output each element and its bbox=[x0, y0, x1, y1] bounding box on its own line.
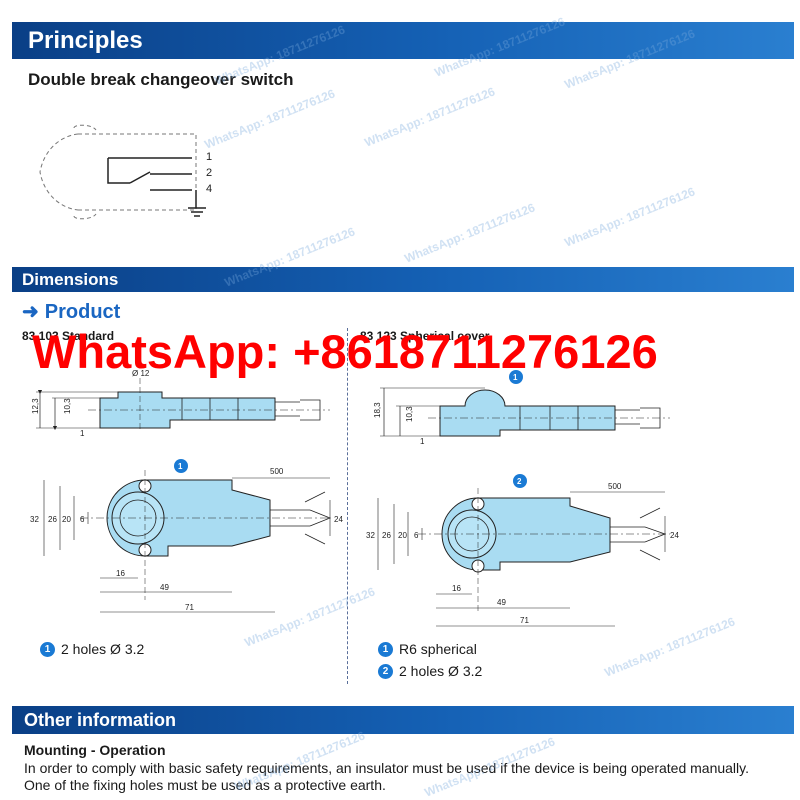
left-dim-49: 49 bbox=[160, 583, 169, 592]
column-divider bbox=[347, 328, 348, 684]
principles-subtitle: Double break changeover switch bbox=[28, 70, 294, 89]
watermark-small: WhatsApp: 18711276126 bbox=[362, 84, 497, 150]
watermark-small: WhatsApp: 18711276126 bbox=[242, 584, 377, 650]
right-dim-20: 20 bbox=[398, 531, 407, 540]
right-note-1-text: R6 spherical bbox=[399, 641, 477, 657]
right-callout-2: 2 bbox=[517, 477, 522, 486]
variant-standard-label: 83 103 Standard bbox=[22, 329, 115, 343]
left-dim-20: 20 bbox=[62, 515, 71, 524]
note-number-badge: 1 bbox=[40, 641, 55, 657]
note-number-badge: 1 bbox=[378, 641, 393, 657]
right-dim-height-total: 18,3 bbox=[373, 402, 382, 418]
left-dim-cable-length: 500 bbox=[270, 467, 284, 476]
left-dim-24: 24 bbox=[334, 515, 343, 524]
right-side-view bbox=[380, 387, 670, 437]
terminal-4-label: 4 bbox=[206, 183, 212, 195]
right-dim-49: 49 bbox=[497, 598, 506, 607]
right-dim-height-body: 10,3 bbox=[405, 406, 414, 422]
other-info-heading: Other information bbox=[24, 709, 176, 730]
left-note-1-text: 2 holes Ø 3.2 bbox=[61, 641, 145, 657]
watermark-small: WhatsApp: 18711276126 bbox=[562, 184, 697, 250]
right-note-2: 2 2 holes Ø 3.2 bbox=[378, 663, 482, 679]
other-info-banner: Other information bbox=[12, 706, 794, 734]
terminal-1-label: 1 bbox=[206, 151, 212, 163]
watermark-small: WhatsApp: 18711276126 bbox=[602, 614, 737, 680]
arrow-right-icon: ➜ bbox=[22, 301, 39, 323]
product-heading-text: Product bbox=[44, 301, 121, 323]
left-dim-71: 71 bbox=[185, 603, 194, 612]
dimensions-heading: Dimensions bbox=[22, 269, 119, 289]
right-dim-26: 26 bbox=[382, 531, 391, 540]
watermark-small: WhatsApp: 18711276126 bbox=[402, 200, 537, 266]
whatsapp-watermark: WhatsApp: +8618711276126 bbox=[32, 325, 658, 378]
right-dim-24: 24 bbox=[670, 531, 679, 540]
left-dim-16: 16 bbox=[116, 569, 125, 578]
left-dim-height-body: 10,3 bbox=[63, 398, 72, 414]
product-heading: ➜Product bbox=[22, 299, 120, 324]
left-dim-6: 6 bbox=[80, 515, 85, 524]
right-dim-71: 71 bbox=[520, 616, 529, 625]
right-dim-cable-length: 500 bbox=[608, 482, 622, 491]
right-dim-16: 16 bbox=[452, 584, 461, 593]
left-dim-height-total: 12,3 bbox=[31, 398, 40, 414]
mounting-text-line-1: In order to comply with basic safety req… bbox=[24, 760, 750, 776]
note-number-badge: 2 bbox=[378, 663, 393, 679]
left-side-view bbox=[36, 378, 330, 432]
left-top-view bbox=[43, 470, 332, 613]
principles-heading: Principles bbox=[28, 26, 143, 54]
left-dim-26: 26 bbox=[48, 515, 57, 524]
right-note-2-text: 2 holes Ø 3.2 bbox=[399, 663, 483, 679]
mounting-text-line-2: One of the fixing holes must be used as … bbox=[24, 777, 386, 793]
terminal-2-label: 2 bbox=[206, 167, 212, 179]
watermark-small: WhatsApp: 18711276126 bbox=[202, 86, 337, 152]
left-note-1: 1 2 holes Ø 3.2 bbox=[40, 641, 144, 657]
left-dim-offset: 1 bbox=[80, 429, 85, 438]
right-note-1: 1 R6 spherical bbox=[378, 641, 477, 657]
mounting-title: Mounting - Operation bbox=[24, 742, 166, 758]
left-callout-1: 1 bbox=[178, 462, 183, 471]
dimensions-banner: Dimensions bbox=[12, 267, 794, 292]
principles-banner: Principles bbox=[12, 22, 794, 59]
right-dim-32: 32 bbox=[366, 531, 375, 540]
right-top-view bbox=[377, 488, 670, 627]
right-dim-offset: 1 bbox=[420, 437, 425, 446]
left-dim-32: 32 bbox=[30, 515, 39, 524]
variant-spherical-label: 83 123 Spherical cover bbox=[360, 329, 490, 343]
right-dim-6: 6 bbox=[414, 531, 419, 540]
